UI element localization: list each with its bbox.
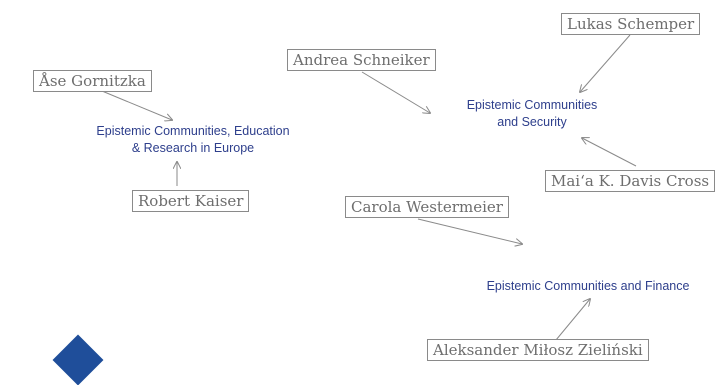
- arrow-schemper-to-security: [580, 34, 631, 92]
- topic-security: Epistemic Communities and Security: [437, 97, 627, 131]
- author-box-westermeier: Carola Westermeier: [345, 196, 509, 218]
- topic-security-line1: Epistemic Communities: [466, 98, 598, 112]
- author-box-davis-cross: Mai‘a K. Davis Cross: [545, 170, 716, 192]
- author-box-zielinski: Aleksander Miłosz Zieliński: [427, 339, 649, 361]
- topic-finance: Epistemic Communities and Finance: [450, 278, 726, 295]
- author-box-kaiser: Robert Kaiser: [132, 190, 250, 212]
- arrow-westermeier-to-finance: [417, 218, 522, 244]
- author-box-schneiker: Andrea Schneiker: [287, 49, 436, 71]
- topic-security-line2: and Security: [497, 115, 567, 129]
- connector-layer: [101, 34, 637, 341]
- author-box-schemper: Lukas Schemper: [561, 13, 701, 35]
- arrow-gornitzka-to-education: [101, 90, 172, 120]
- author-box-gornitzka: Åse Gornitzka: [33, 70, 152, 92]
- arrow-schneiker-to-security: [361, 71, 430, 113]
- arrow-zielinski-to-finance: [555, 299, 590, 341]
- topic-education-line1: Epistemic Communities, Education: [96, 124, 290, 138]
- topic-education-research: Epistemic Communities, Education & Resea…: [48, 123, 338, 157]
- topic-education-line2: & Research in Europe: [131, 141, 255, 155]
- topic-finance-line1: Epistemic Communities and Finance: [486, 279, 690, 293]
- diagram-canvas: Åse Gornitzka Robert Kaiser Andrea Schne…: [33, 13, 726, 385]
- arrow-daviscross-to-security: [582, 138, 637, 167]
